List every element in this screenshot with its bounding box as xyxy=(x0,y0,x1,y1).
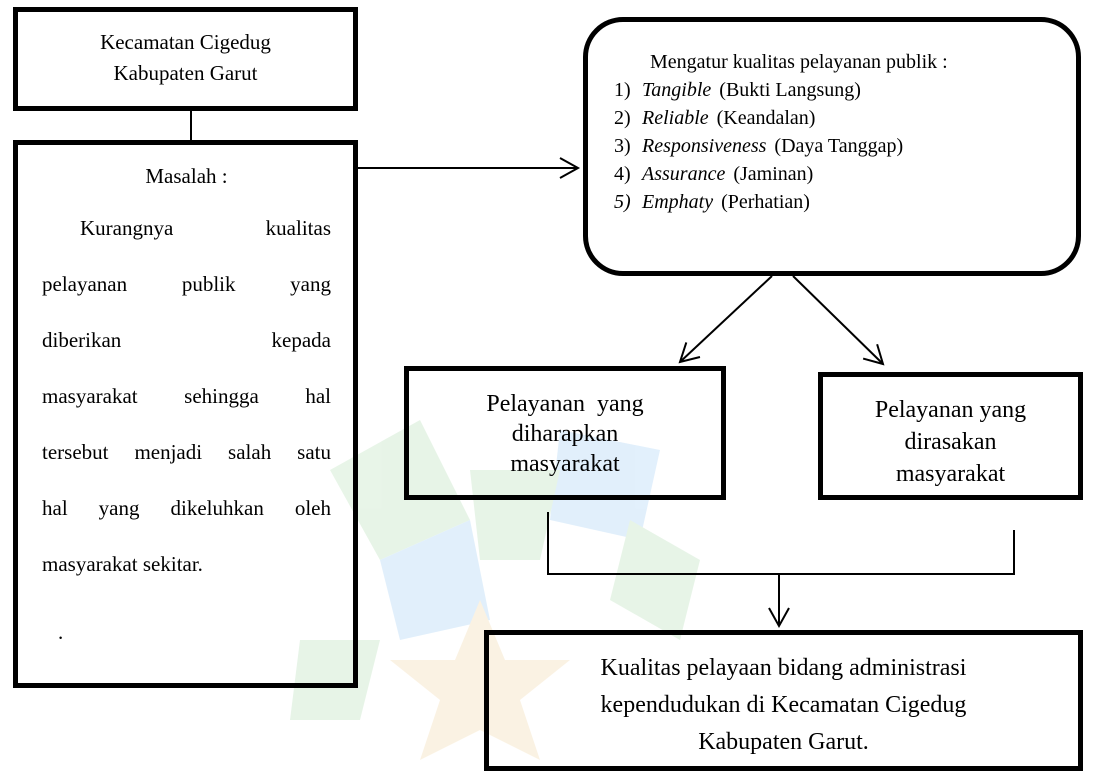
problem-word: tersebut xyxy=(42,440,109,464)
problem-word: masyarakat xyxy=(42,384,138,408)
perceived-line-2: dirasakan xyxy=(904,429,997,455)
expected-line-2: diharapkan xyxy=(511,421,619,447)
result-line-3: Kabupaten Garut. xyxy=(698,729,869,755)
quality-title: Mengatur kualitas pelayanan publik : xyxy=(650,51,948,73)
problem-word: publik xyxy=(181,272,236,296)
quality-item-number: 5) xyxy=(614,191,631,213)
quality-item-term: Responsiveness xyxy=(642,135,767,157)
problem-word: masyarakat sekitar. xyxy=(42,552,203,576)
problem-word: Kurangnya xyxy=(80,216,174,240)
quality-item-number: 3) xyxy=(614,135,631,157)
problem-word: diberikan xyxy=(42,328,122,352)
perceived-service-box: Pelayanan yang dirasakan masyarakat xyxy=(818,372,1083,500)
problem-word: yang xyxy=(98,496,140,520)
problem-title: Masalah : xyxy=(145,164,228,188)
result-line-2: kependudukan di Kecamatan Cigedug xyxy=(600,692,967,718)
quality-item: 1) Tangible (Bukti Langsung) xyxy=(614,76,1076,104)
expected-line-1: Pelayanan yang xyxy=(486,391,644,417)
problem-word: salah xyxy=(228,440,272,464)
location-line-2: Kabupaten Garut xyxy=(113,61,258,85)
quality-item-term: Tangible xyxy=(642,79,712,101)
problem-word: kepada xyxy=(271,328,331,352)
problem-line: diberikan kepada xyxy=(42,312,331,368)
problem-text: Kurangnya kualitas pelayanan publik yang dibe… xyxy=(42,200,331,592)
quality-item-desc: (Perhatian) xyxy=(721,191,810,213)
quality-item-number: 4) xyxy=(614,163,631,185)
quality-box: Mengatur kualitas pelayanan publik : 1) T… xyxy=(583,17,1081,276)
problem-box: Masalah : Kurangnya kualitas pelayanan publ… xyxy=(13,140,358,688)
problem-word: yang xyxy=(290,272,331,296)
problem-line: tersebut menjadi salah satu xyxy=(42,424,331,480)
quality-item-desc: (Keandalan) xyxy=(716,107,816,129)
quality-item-number: 2) xyxy=(614,107,631,129)
result-line-1: Kualitas pelayaan bidang administrasi xyxy=(600,655,967,681)
problem-line: Kurangnya kualitas xyxy=(42,200,331,256)
quality-item-number: 1) xyxy=(614,79,631,101)
problem-word: sehingga xyxy=(184,384,259,408)
problem-word: dikeluhkan xyxy=(170,496,264,520)
problem-word: pelayanan xyxy=(42,272,128,296)
quality-item-term: Assurance xyxy=(642,163,726,185)
expected-service-box: Pelayanan yang diharapkan masyarakat xyxy=(404,366,726,500)
perceived-line-1: Pelayanan yang xyxy=(874,397,1027,423)
quality-item-desc: (Bukti Langsung) xyxy=(719,79,861,101)
problem-line: hal yang dikeluhkan oleh xyxy=(42,480,331,536)
problem-word: hal xyxy=(42,496,68,520)
problem-trailing-dot: . xyxy=(58,620,64,644)
problem-word: satu xyxy=(297,440,331,464)
problem-word: hal xyxy=(305,384,331,408)
quality-item: 2) Reliable (Keandalan) xyxy=(614,104,1076,132)
location-line-1: Kecamatan Cigedug xyxy=(100,30,271,54)
quality-item-desc: (Daya Tanggap) xyxy=(774,135,904,157)
result-box: Kualitas pelayaan bidang administrasi ke… xyxy=(484,630,1083,771)
problem-word: oleh xyxy=(294,496,331,520)
quality-list: 1) Tangible (Bukti Langsung) 2) Reliable (Kea… xyxy=(614,76,1076,216)
problem-word: kualitas xyxy=(265,216,331,240)
quality-item-term: Emphaty xyxy=(642,191,714,213)
location-box: Kecamatan Cigedug Kabupaten Garut xyxy=(13,7,358,111)
quality-item-term: Reliable xyxy=(642,107,709,129)
problem-line: masyarakat sehingga hal xyxy=(42,368,331,424)
problem-line: pelayanan publik yang xyxy=(42,256,331,312)
quality-item: 3) Responsiveness (Daya Tanggap) xyxy=(614,132,1076,160)
problem-line: masyarakat sekitar. xyxy=(42,536,331,592)
expected-line-3: masyarakat xyxy=(510,451,620,477)
quality-item-desc: (Jaminan) xyxy=(733,163,814,185)
quality-item: 5) Emphaty (Perhatian) xyxy=(614,188,1076,216)
quality-item: 4) Assurance (Jaminan) xyxy=(614,160,1076,188)
perceived-line-3: masyarakat xyxy=(895,461,1006,487)
problem-word: menjadi xyxy=(134,440,203,464)
